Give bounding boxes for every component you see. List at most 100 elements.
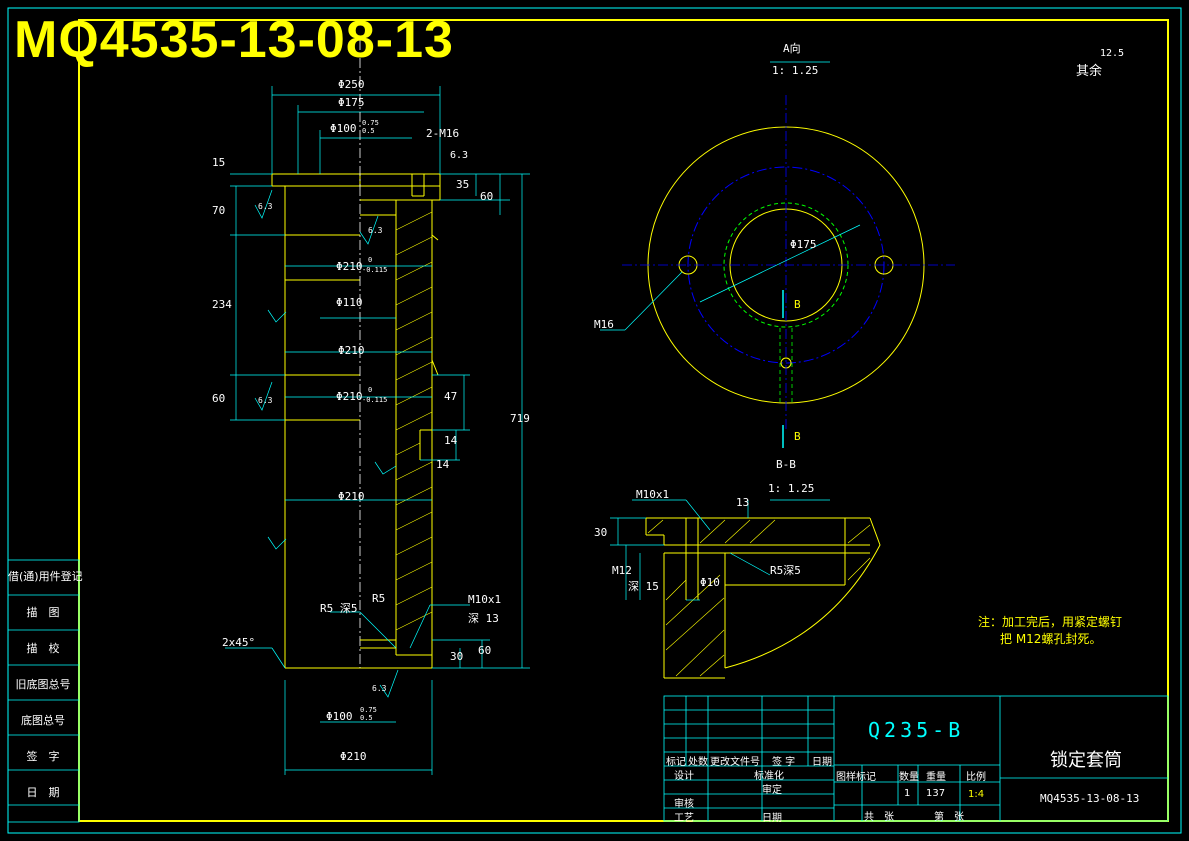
dim-h35: 35 xyxy=(456,178,470,191)
side-table-signature: 签 字 xyxy=(26,750,60,763)
dim-d210-top: Φ210 xyxy=(336,260,363,273)
tb-header-places: 处数 xyxy=(688,757,708,768)
tb-weight-value: 137 xyxy=(926,788,946,799)
main-view xyxy=(271,173,441,669)
dim-d210-mid2: Φ210 xyxy=(336,390,363,403)
dim-d100-bot: Φ100 xyxy=(326,710,353,723)
dim-d100-bot-tol-lower: 0.5 xyxy=(360,714,373,722)
dim-d210-top-tol-b: -0.115 xyxy=(362,266,388,274)
roughness-symbols xyxy=(254,189,399,698)
dim-h30: 30 xyxy=(450,650,464,663)
note-line-2: 把 M12螺孔封死。 xyxy=(1000,632,1102,646)
dim-m10x1-b: M10x1 xyxy=(636,488,670,501)
tb-scale-value: 1:4 xyxy=(968,789,985,800)
section-mark-b-bottom: B xyxy=(794,430,801,443)
side-table-date: 日 期 xyxy=(26,786,60,799)
dim-h30-b: 30 xyxy=(594,526,608,539)
b-section-dimensions xyxy=(610,499,771,601)
roughness-value-a: 6.3 xyxy=(450,150,469,161)
dim-d210-mid: Φ210 xyxy=(338,344,365,357)
dim-2-m16: 2-M16 xyxy=(426,127,460,140)
b-section-title: B-B xyxy=(776,458,796,471)
tb-header-sign: 签 字 xyxy=(772,757,796,768)
dim-h15: 15 xyxy=(212,156,226,169)
side-table-trace: 描 图 xyxy=(26,606,60,619)
dim-d210-mid2-tol-c: 0 xyxy=(368,386,373,394)
dim-h60-top: 60 xyxy=(480,190,494,203)
tb-header-change-doc: 更改文件号 xyxy=(710,757,760,768)
dim-d250: Φ250 xyxy=(338,78,365,91)
tb-scale-label: 比例 xyxy=(966,772,986,783)
tb-row-review: 审核 xyxy=(674,799,694,810)
section-mark-b-top: B xyxy=(794,298,801,311)
outer-border xyxy=(7,7,1182,834)
tb-row-process: 工艺 xyxy=(674,813,694,824)
dim-d100-top: Φ100 xyxy=(330,122,357,135)
side-table-lines xyxy=(7,559,80,823)
inner-border xyxy=(78,19,1169,822)
roughness-value-b: 6.3 xyxy=(258,202,273,211)
tb-weight-label: 重量 xyxy=(926,772,946,783)
dim-d175: Φ175 xyxy=(338,96,365,109)
side-table-borrowed: 借(通)用件登记 xyxy=(8,570,83,583)
side-table-trace-check: 描 校 xyxy=(26,642,60,655)
a-view xyxy=(600,61,955,501)
roughness-note-label: 其余 xyxy=(1076,64,1103,79)
dim-d100-top-tol-upper: 0.75 xyxy=(362,119,379,127)
roughness-value-c: 6.3 xyxy=(368,226,383,235)
dim-r5-depth: R5 深5 xyxy=(320,602,358,615)
side-table-old-base-number: 旧底图总号 xyxy=(15,678,71,691)
dim-h13-b: 13 xyxy=(736,496,750,509)
note-line-1: 注：加工完后，用紧定螺钉 xyxy=(978,615,1123,629)
dim-h14-a: 14 xyxy=(444,434,458,447)
tb-sheet-number: 第 张 xyxy=(934,812,964,823)
dim-r5-depth-b: R5深5 xyxy=(770,564,801,577)
material-label: Q235-B xyxy=(868,718,965,742)
a-view-title: A向 xyxy=(783,42,801,55)
dim-m16-circle: M16 xyxy=(594,318,614,331)
tb-count-label: 数量 xyxy=(899,772,919,783)
a-view-scale: 1: 1.25 xyxy=(772,64,819,77)
tb-total-sheets: 共 张 xyxy=(864,812,894,823)
dim-h719: 719 xyxy=(510,412,530,425)
dim-d210-mid2-tol-d: -0.115 xyxy=(362,396,388,404)
dim-d210-top-tol-a: 0 xyxy=(368,256,373,264)
dim-h47: 47 xyxy=(444,390,458,403)
drawing-number-banner: MQ4535-13-08-13 xyxy=(14,11,454,69)
section-hatch xyxy=(395,211,433,631)
dim-d110: Φ110 xyxy=(336,296,363,309)
part-name: 锁定套筒 xyxy=(1050,750,1122,771)
dim-deep15-b: 深 15 xyxy=(628,580,659,593)
roughness-note-value: 12.5 xyxy=(1100,48,1125,59)
dim-h60-bot: 60 xyxy=(478,644,492,657)
dim-m10-depth: 深 13 xyxy=(468,612,499,625)
dim-h60-mid: 60 xyxy=(212,392,226,405)
view-arrow-label: A xyxy=(366,38,373,51)
dim-h234: 234 xyxy=(212,298,232,311)
tb-stage-label: 图样标记 xyxy=(836,772,876,783)
main-view-dimensions xyxy=(225,86,530,775)
dim-d210-bot: Φ210 xyxy=(340,750,367,763)
dim-chamfer: 2x45° xyxy=(222,636,256,649)
tb-header-date: 日期 xyxy=(812,757,832,768)
drawing-number: MQ4535-13-08-13 xyxy=(1040,792,1140,805)
roughness-value-e: 6.3 xyxy=(372,684,387,693)
dim-m10x1: M10x1 xyxy=(468,593,502,606)
dim-r5: R5 xyxy=(372,592,386,605)
dim-h70: 70 xyxy=(212,204,226,217)
tb-count-value: 1 xyxy=(904,788,911,799)
b-section-scale: 1: 1.25 xyxy=(768,482,815,495)
tb-row-standard: 标准化 xyxy=(754,771,784,782)
tb-row-date: 日期 xyxy=(762,813,782,824)
dim-h14-b: 14 xyxy=(436,458,450,471)
dim-d100-top-tol-lower: 0.5 xyxy=(362,127,375,135)
b-section xyxy=(645,517,881,679)
b-section-hatch xyxy=(647,519,871,677)
tb-header-mark: 标记 xyxy=(666,757,686,768)
dim-d100-bot-tol-upper: 0.75 xyxy=(360,706,377,714)
dim-d210-low: Φ210 xyxy=(338,490,365,503)
dim-d10-b: Φ10 xyxy=(700,576,720,589)
tb-row-design: 设计 xyxy=(674,771,694,782)
title-block-lines xyxy=(663,695,1169,822)
